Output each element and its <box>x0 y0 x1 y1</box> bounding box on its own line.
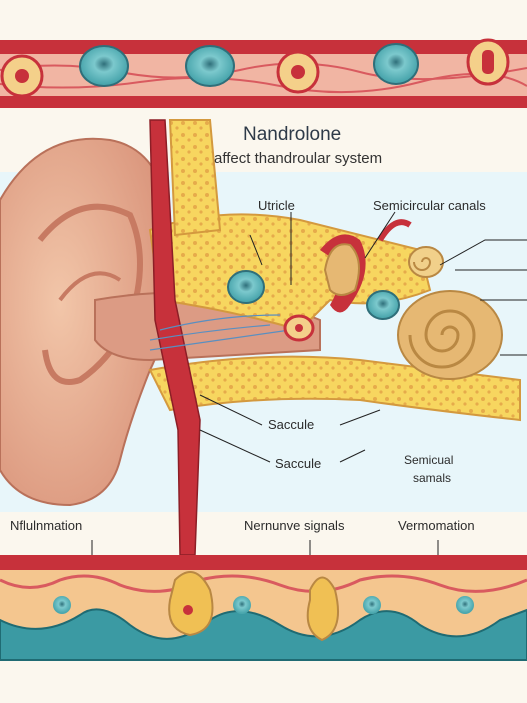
top-tissue-band <box>0 38 527 108</box>
bottom-cell <box>233 596 251 614</box>
bottom-cell <box>168 571 214 637</box>
utricle-organ <box>323 243 360 296</box>
bottom-tissue-band <box>0 555 527 661</box>
top-cell <box>0 54 44 98</box>
title-line-2: affect thandroular system <box>214 150 383 167</box>
saccule-cell <box>283 314 315 342</box>
label-nerve-signals: Nernunve signals <box>244 518 345 533</box>
top-cell <box>276 50 320 94</box>
semicircular-canal <box>408 246 444 278</box>
label-semicircular-canals: Semicircular canals <box>373 198 486 213</box>
label-inflammation: Nflulnmation <box>10 518 83 533</box>
title-line-1: Nandrolone <box>243 124 342 145</box>
tympanic-cell <box>227 270 265 304</box>
label-saccule-lower: Saccule <box>275 456 322 471</box>
label-semicircular-lower-2: samals <box>413 471 452 485</box>
top-cell <box>79 45 129 87</box>
label-saccule-upper: Saccule <box>268 417 315 432</box>
top-cell <box>373 43 419 85</box>
top-cell <box>185 45 235 87</box>
bottom-cell <box>306 576 339 642</box>
leader-lines <box>199 211 527 463</box>
label-utricle: Utricle <box>258 198 295 213</box>
cochlea <box>397 290 503 380</box>
bottom-cell <box>456 596 474 614</box>
nerve-fibers <box>149 314 291 351</box>
bottom-cell <box>363 596 381 614</box>
label-semicircular-lower-1: Semicual <box>404 453 454 467</box>
bottom-cell <box>53 596 71 614</box>
label-vermomation: Vermomation <box>398 518 475 533</box>
vestibule-cell <box>366 290 400 320</box>
top-cell <box>466 38 510 86</box>
bottom-leader-lines <box>91 540 439 555</box>
